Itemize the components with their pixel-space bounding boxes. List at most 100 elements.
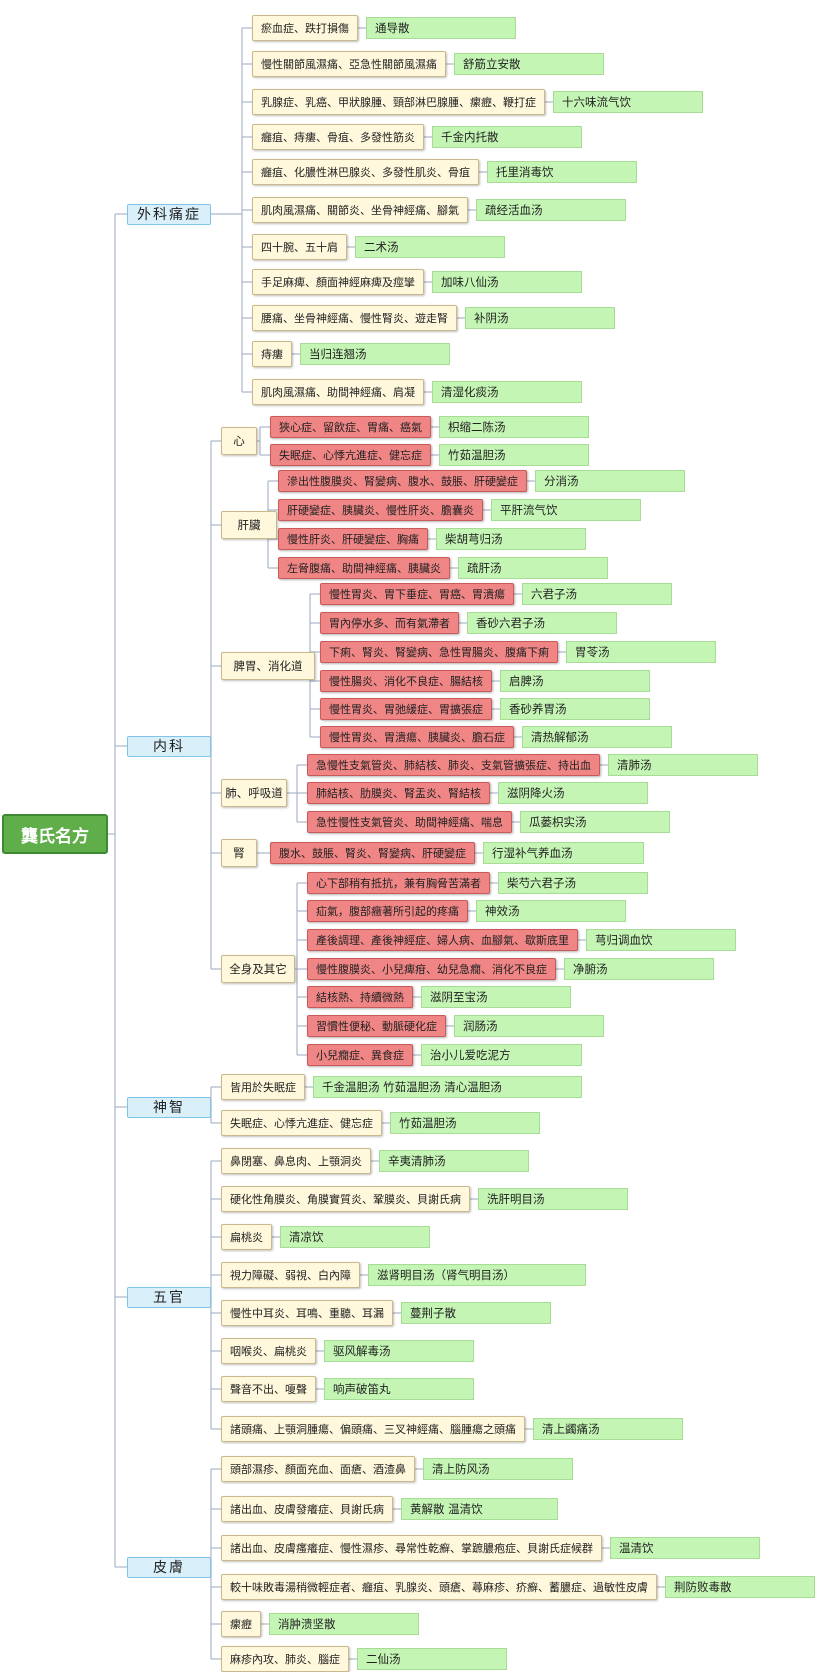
disease-box: 急慢性支氣管炎、肺結核、肺炎、支氣管擴張症、持出血 (307, 754, 600, 776)
organ-box: 心 (221, 427, 257, 455)
condition-box: 硬化性角膜炎、角膜實質炎、鞏膜炎、貝謝氏病 (221, 1186, 470, 1212)
disease-box: 心下部稍有抵抗，兼有胸脅苦滿者 (307, 872, 490, 894)
condition-box: 咽喉炎、扁桃炎 (221, 1338, 316, 1364)
condition-box: 癰疽、痔瘻、骨疽、多發性筋炎 (252, 124, 424, 150)
remedy-box: 净腑汤 (564, 958, 714, 980)
remedy-box: 分消汤 (535, 470, 685, 492)
condition-box: 諸出血、皮膚瘙癢症、慢性濕疹、尋常性乾癬、掌蹠膿疱症、貝謝氏症候群 (221, 1535, 602, 1561)
remedy-box: 响声破笛丸 (324, 1378, 474, 1400)
condition-box: 腰痛、坐骨神經痛、慢性腎炎、遊走腎 (252, 305, 457, 331)
condition-box: 諸頭痛、上顎洞腫瘍、偏頭痛、三叉神經痛、腦腫瘍之頭痛 (221, 1416, 525, 1442)
condition-box: 較十味敗毒湯稍微輕症者、癰疽、乳腺炎、頭瘡、蕁麻疹、疥癬、蓄膿症、過敏性皮膚 (221, 1574, 657, 1600)
organ-box: 腎 (221, 839, 257, 867)
condition-box: 諸出血、皮膚發癢症、貝謝氏病 (221, 1496, 393, 1522)
disease-box: 慢性肝炎、肝硬變症、胸痛 (278, 528, 428, 550)
category-skin: 皮膚 (127, 1556, 211, 1578)
remedy-box: 黄解散 温清饮 (401, 1498, 558, 1520)
remedy-box: 芎归调血饮 (586, 929, 736, 951)
remedy-box: 荆防败毒散 (665, 1576, 815, 1598)
remedy-box: 清凉饮 (280, 1226, 430, 1248)
remedy-box: 清上防风汤 (423, 1458, 573, 1480)
remedy-box: 消肿溃坚散 (269, 1613, 419, 1635)
condition-box: 頭部濕疹、顏面充血、面瘡、酒渣鼻 (221, 1456, 415, 1482)
remedy-box: 清热解郁汤 (522, 726, 672, 748)
remedy-box: 补阴汤 (465, 307, 615, 329)
disease-box: 慢性胃炎、胃潰瘍、胰臟炎、膽石症 (320, 726, 514, 748)
condition-box: 乳腺症、乳癌、甲狀腺腫、頸部淋巴腺腫、瘰癧、鞭打症 (252, 89, 545, 115)
disease-box: 左脅腹痛、助間神經痛、胰臟炎 (278, 557, 450, 579)
remedy-box: 十六味流气饮 (553, 91, 703, 113)
disease-box: 狹心症、留飲症、胃痛、癌氣 (270, 416, 431, 438)
organ-box: 全身及其它 (221, 955, 295, 983)
condition-box: 視力障礙、弱視、白內障 (221, 1262, 360, 1288)
condition-box: 失眠症、心悸亢進症、健忘症 (221, 1110, 382, 1136)
root-node: 龔氏名方 (2, 814, 108, 854)
remedy-box: 托里消毒饮 (487, 161, 637, 183)
remedy-box: 舒筋立安散 (454, 53, 604, 75)
remedy-box: 平肝流气饮 (491, 499, 641, 521)
remedy-box: 千金内托散 (432, 126, 582, 148)
disease-box: 肺結核、肋膜炎、腎盂炎、腎結核 (307, 782, 490, 804)
remedy-box: 滋阴降火汤 (498, 782, 648, 804)
remedy-box: 滋肾明目汤（肾气明目汤） (368, 1264, 586, 1286)
remedy-box: 千金温胆汤 竹茹温胆汤 清心温胆汤 (313, 1076, 582, 1098)
remedy-box: 神效汤 (476, 900, 626, 922)
remedy-box: 加味八仙汤 (432, 271, 582, 293)
disease-box: 慢性胃炎、胃下垂症、胃癌、胃潰瘍 (320, 583, 514, 605)
condition-box: 麻疹內攻、肺炎、腦症 (221, 1646, 349, 1672)
category-internal: 内科 (127, 735, 211, 757)
disease-box: 慢性胃炎、胃弛緩症、胃擴張症 (320, 698, 492, 720)
remedy-box: 疏经活血汤 (476, 199, 626, 221)
condition-box: 鼻閉塞、鼻息肉、上顎洞炎 (221, 1148, 371, 1174)
disease-box: 產後調理、產後神經症、婦人病、血腳氣、歇斯底里 (307, 929, 578, 951)
category-mind: 神智 (127, 1096, 211, 1118)
remedy-box: 温清饮 (610, 1537, 760, 1559)
remedy-box: 二术汤 (355, 236, 505, 258)
remedy-box: 香砂养胃汤 (500, 698, 650, 720)
remedy-box: 清上蠲痛汤 (533, 1418, 683, 1440)
remedy-box: 滋阴至宝汤 (421, 986, 571, 1008)
disease-box: 腹水、鼓脹、腎炎、腎變病、肝硬變症 (270, 842, 475, 864)
condition-box: 手足麻痺、顏面神經麻痺及痙攣 (252, 269, 424, 295)
condition-box: 皆用於失眠症 (221, 1074, 305, 1100)
disease-box: 慢性腸炎、消化不良症、腸結核 (320, 670, 492, 692)
remedy-box: 竹茹温胆汤 (390, 1112, 540, 1134)
organ-box: 脾胃、消化道 (221, 652, 315, 680)
remedy-box: 清肺汤 (608, 754, 758, 776)
condition-box: 痔瘻 (252, 341, 292, 367)
remedy-box: 枳缩二陈汤 (439, 416, 589, 438)
condition-box: 癰疽、化膿性淋巴腺炎、多發性肌炎、骨疽 (252, 159, 479, 185)
condition-box: 肌肉風濕痛、關節炎、坐骨神經痛、腳氣 (252, 197, 468, 223)
organ-box: 肝臟 (221, 511, 277, 539)
condition-box: 聲音不出、嗄聲 (221, 1376, 316, 1402)
organ-box: 肺、呼吸道 (221, 779, 287, 807)
condition-box: 瘰癧 (221, 1611, 261, 1637)
remedy-box: 胃苓汤 (566, 641, 716, 663)
disease-box: 急性慢性支氣管炎、助間神經痛、喘息 (307, 811, 512, 833)
condition-box: 瘀血症、跌打損傷 (252, 15, 358, 41)
remedy-box: 柴芍六君子汤 (498, 872, 648, 894)
disease-box: 滲出性腹膜炎、腎變病、腹水、鼓脹、肝硬變症 (278, 470, 527, 492)
disease-box: 結核熱、持續微熱 (307, 986, 413, 1008)
disease-box: 疝氣，腹部癥著所引起的疼痛 (307, 900, 468, 922)
disease-box: 慢性腹膜炎、小兒痺疳、幼兒急癇、消化不良症 (307, 958, 556, 980)
condition-box: 肌肉風濕痛、助間神經痛、肩凝 (252, 379, 424, 405)
remedy-box: 洗肝明目汤 (478, 1188, 628, 1210)
remedy-box: 二仙汤 (357, 1648, 507, 1670)
remedy-box: 驱风解毒汤 (324, 1340, 474, 1362)
remedy-box: 香砂六君子汤 (467, 612, 617, 634)
remedy-box: 柴胡芎归汤 (436, 528, 586, 550)
disease-box: 小兒癇症、異食症 (307, 1044, 413, 1066)
remedy-box: 瓜蒌枳实汤 (520, 811, 670, 833)
remedy-box: 行湿补气养血汤 (483, 842, 644, 864)
remedy-box: 当归连翘汤 (300, 343, 450, 365)
disease-box: 胃內停水多、而有氣滯者 (320, 612, 459, 634)
disease-box: 失眠症、心悸亢進症、健忘症 (270, 444, 431, 466)
category-five-senses: 五官 (127, 1286, 211, 1308)
condition-box: 慢性中耳炎、耳鳴、重聽、耳漏 (221, 1300, 393, 1326)
remedy-box: 启脾汤 (500, 670, 650, 692)
disease-box: 下痢、腎炎、腎變病、急性胃腸炎、腹痛下痢 (320, 641, 558, 663)
remedy-box: 治小儿爱吃泥方 (421, 1044, 582, 1066)
condition-box: 四十腕、五十肩 (252, 234, 347, 260)
remedy-box: 蔓荆子散 (401, 1302, 551, 1324)
